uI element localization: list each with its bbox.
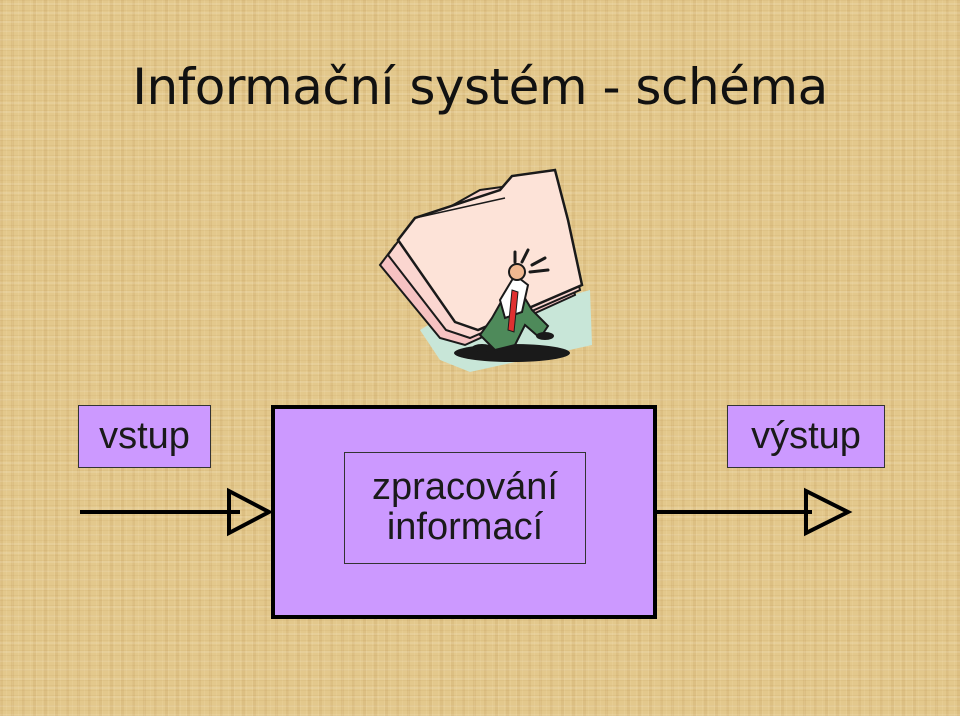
man-tie (507, 289, 519, 333)
slide-title: Informační systém - schéma (132, 58, 828, 116)
man-head (508, 263, 526, 281)
output-arrowhead (804, 487, 853, 537)
output-label-box: výstup (727, 405, 885, 468)
process-label-line1: zpracování (372, 466, 558, 508)
input-arrowhead (227, 487, 274, 537)
process-label-line2: informací (386, 506, 544, 548)
input-label-box: vstup (78, 405, 211, 468)
folder-front-sheet (396, 168, 584, 332)
process-box (271, 405, 657, 619)
process-label-box: zpracování informací (344, 452, 586, 564)
